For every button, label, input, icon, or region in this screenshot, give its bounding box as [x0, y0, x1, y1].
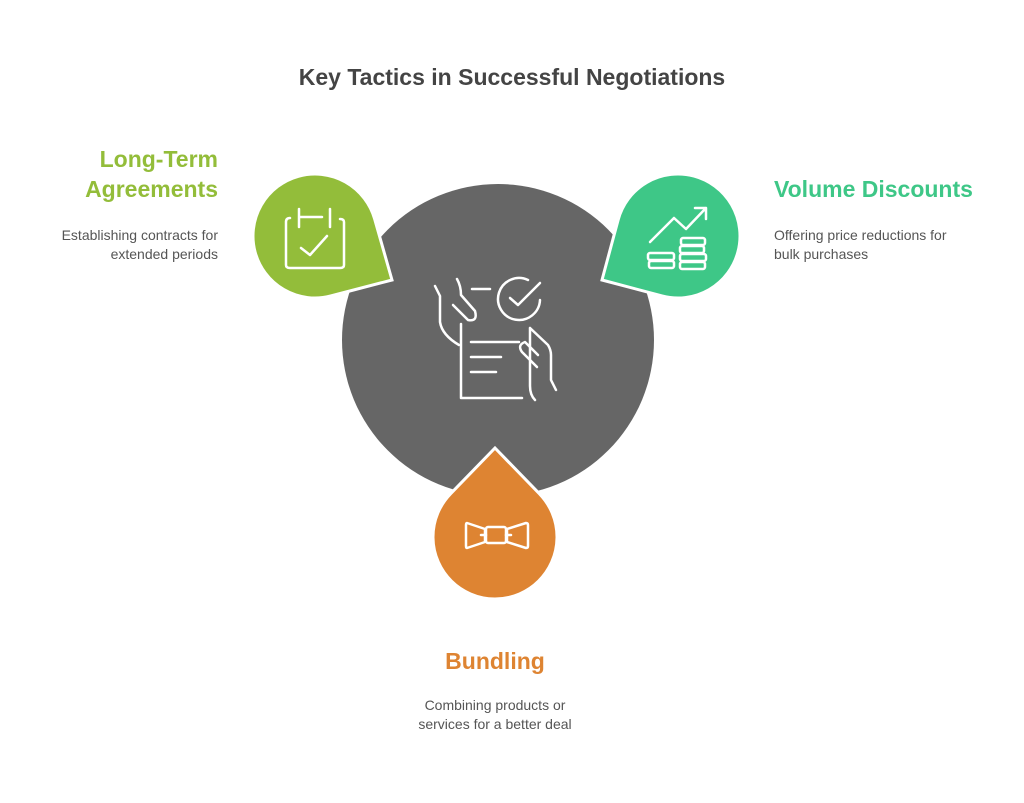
diagram-title: Key Tactics in Successful Negotiations [298, 64, 726, 90]
bow-tie-icon [464, 521, 530, 550]
center-circle [342, 184, 654, 496]
heading-line: Agreements [85, 176, 218, 202]
long-term-agreements-description: Establishing contracts for extended peri… [20, 226, 218, 264]
description-line: Offering price reductions for [774, 227, 947, 243]
long-term-agreements-heading: Long-Term Agreements [40, 144, 218, 204]
volume-discounts-heading: Volume Discounts [774, 176, 973, 202]
description-line: Combining products or [424, 697, 566, 713]
volume-discounts-description: Offering price reductions for bulk purch… [774, 226, 1004, 264]
description-line: extended periods [110, 246, 218, 262]
bundling-heading: Bundling [445, 648, 545, 674]
contract-handshake-icon [433, 276, 558, 402]
growth-coins-icon [646, 206, 708, 271]
bundling-description: Combining products or services for a bet… [0, 696, 990, 734]
description-line: bulk purchases [774, 246, 869, 262]
long-term-agreements-drop [251, 172, 394, 300]
heading-line: Long-Term [99, 146, 218, 172]
description-line: services for a better deal [418, 716, 572, 732]
volume-discounts-drop [600, 172, 742, 300]
bundling-drop [431, 445, 559, 601]
calendar-check-icon [284, 207, 346, 270]
description-line: Establishing contracts for [61, 227, 218, 243]
